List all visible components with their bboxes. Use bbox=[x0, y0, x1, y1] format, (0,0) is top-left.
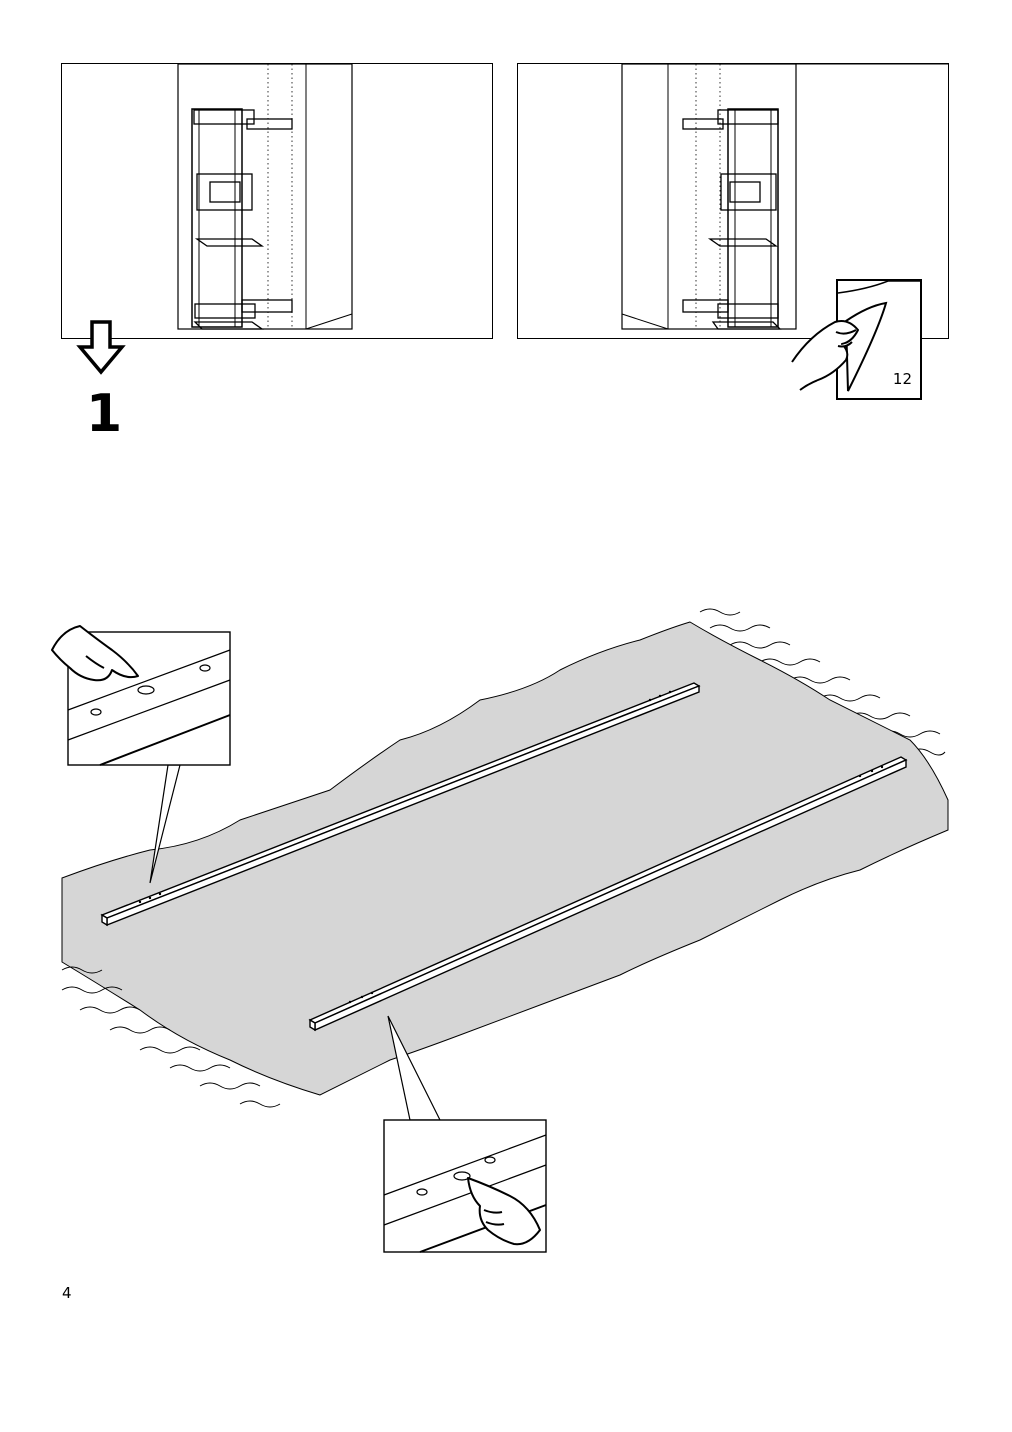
cabinet-panel-before bbox=[61, 63, 493, 339]
detail-callout-bottom bbox=[383, 1015, 547, 1253]
detail-callout-left bbox=[51, 625, 231, 884]
rail-right bbox=[308, 756, 908, 1032]
step-number: 1 bbox=[86, 384, 123, 444]
pointing-hand-icon bbox=[51, 625, 139, 682]
carpet-texture-bottom bbox=[61, 966, 281, 1108]
pointing-hand-icon-bottom bbox=[467, 1177, 541, 1246]
page-number: 4 bbox=[62, 1284, 72, 1302]
cabinet-illustration-left bbox=[177, 64, 353, 330]
page-reference-number: 12 bbox=[892, 370, 912, 388]
cabinet-illustration-right bbox=[621, 64, 948, 330]
floor-mat bbox=[61, 621, 949, 1096]
rail-left bbox=[100, 682, 701, 927]
